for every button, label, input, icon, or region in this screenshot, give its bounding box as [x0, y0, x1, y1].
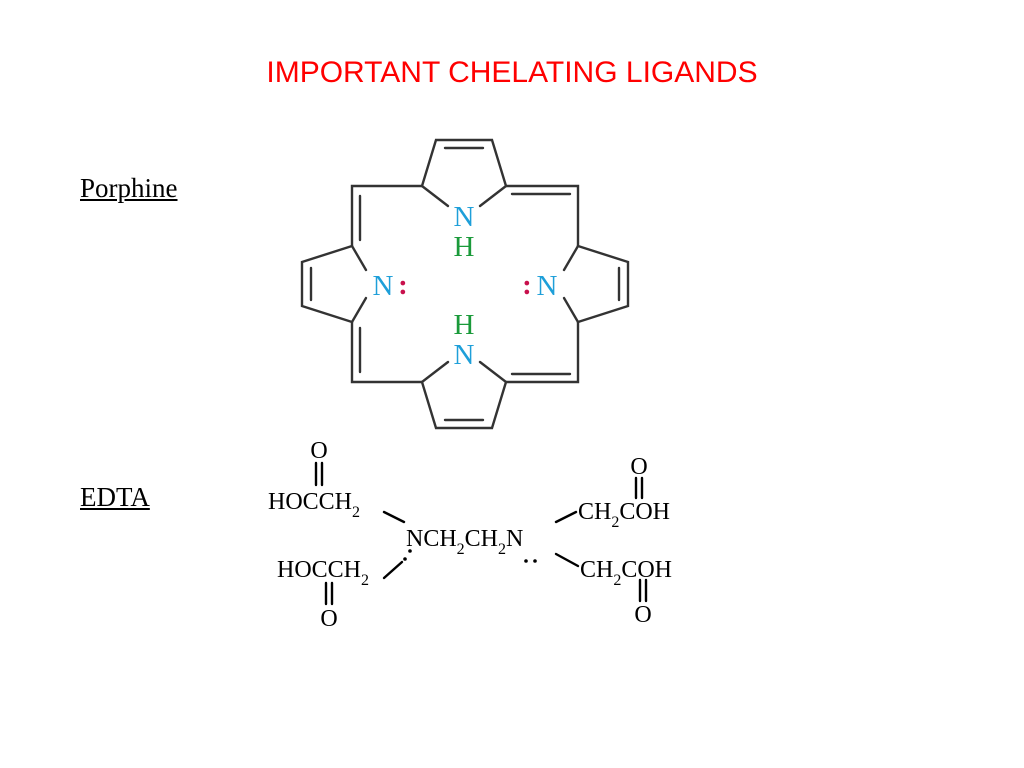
page-title: IMPORTANT CHELATING LIGANDS: [266, 56, 758, 89]
edta-group-bottom-right: CH2COH: [580, 557, 672, 589]
edta-group-bottom-left: HOCCH2: [277, 557, 369, 589]
edta-bonds: [314, 461, 648, 606]
porphine-atoms: N H N : : N H N: [373, 201, 558, 371]
lone-pair-dot-left-b: [403, 557, 407, 561]
porphine-label: Porphine: [80, 173, 178, 203]
edta-formula: O HOCCH2 O CH2COH NCH2CH2N HOCCH2 O CH2C…: [268, 438, 672, 632]
edta-oxygen-top-right: O: [630, 454, 647, 480]
h-bottom: H: [454, 309, 475, 341]
n-bottom: N: [454, 339, 475, 371]
lone-pair-left: :: [398, 269, 408, 301]
lone-pair-dot-right-a: [524, 559, 528, 563]
lone-pair-dot-right-b: [533, 559, 537, 563]
porphine-bonds: [300, 138, 630, 430]
n-left: N: [373, 270, 394, 302]
edta-label: EDTA: [80, 482, 150, 512]
h-top: H: [454, 231, 475, 263]
edta-group-top-right: CH2COH: [578, 499, 670, 531]
n-top: N: [454, 201, 475, 233]
lone-pair-dot-left-a: [408, 549, 412, 553]
edta-lone-pairs: [403, 549, 537, 563]
edta-group-top-left: HOCCH2: [268, 489, 360, 521]
edta-oxygen-bottom-right: O: [634, 602, 651, 628]
edta-oxygen-top-left: O: [310, 438, 327, 464]
edta-backbone: NCH2CH2N: [406, 526, 523, 558]
edta-oxygen-bottom-left: O: [320, 606, 337, 632]
lone-pair-right: :: [522, 269, 532, 301]
n-right: N: [537, 270, 558, 302]
